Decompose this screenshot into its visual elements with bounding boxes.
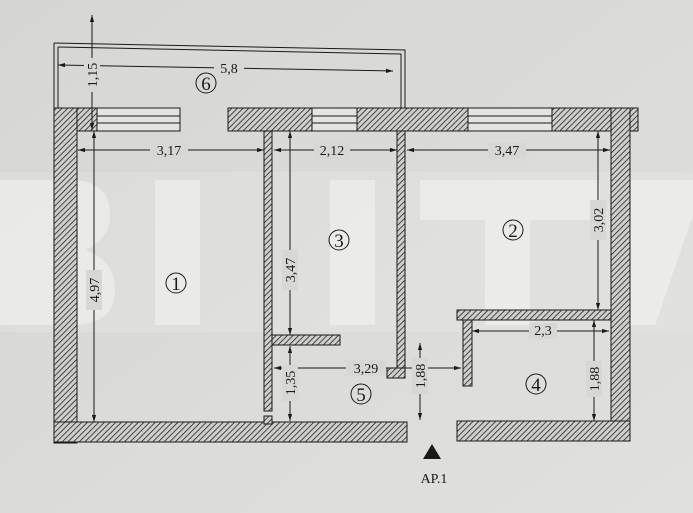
dim-room2-width: 3,47 [495, 144, 520, 159]
room-label-3: 3 [334, 231, 344, 252]
wall-top-right [227, 107, 639, 132]
dim-room4-width: 2,3 [534, 324, 552, 339]
room-label-2: 2 [508, 221, 518, 242]
dimension-labels: 5,8 1,15 3,17 2,12 3,47 4,97 3,47 3,02 2… [84, 58, 607, 401]
room-label-5: 5 [356, 385, 366, 406]
dim-balcony-depth: 1,15 [86, 63, 101, 88]
dim-room3-length: 3,47 [284, 258, 299, 283]
room-label-1: 1 [171, 274, 181, 295]
room-label-6: 6 [201, 74, 211, 95]
dim-room1-length: 4,97 [88, 278, 103, 303]
wall-right [610, 107, 631, 442]
window-balcony-left [96, 107, 181, 132]
wall-left [53, 107, 78, 444]
apartment-label: AP.1 [421, 472, 448, 487]
dim-room2-length: 3,02 [592, 208, 607, 233]
dim-room4-length: 1,88 [588, 367, 603, 392]
room-label-4: 4 [531, 375, 541, 396]
dim-hall-width: 3,29 [354, 362, 379, 377]
wall-stub [386, 367, 406, 379]
wall-room3-hall [271, 334, 341, 346]
wall-room3-room2 [396, 130, 406, 379]
room-labels: 1 2 3 4 5 6 [165, 72, 547, 406]
dim-room3-width: 2,12 [320, 144, 345, 159]
wall-room1-room3 [263, 130, 273, 412]
watermark-logo [0, 172, 693, 332]
wall-bottom-left [53, 421, 408, 443]
wall-room2-room4 [456, 309, 612, 321]
dim-hall-depth-left: 1,35 [284, 371, 299, 396]
wall-room4-hall [462, 319, 473, 387]
wall-bottom-right [456, 420, 631, 442]
windows [96, 107, 553, 132]
window-room3 [311, 107, 358, 132]
wall-stub-bottom [263, 415, 273, 425]
dim-room1-width: 3,17 [157, 144, 182, 159]
dim-hall-depth-right: 1,88 [414, 364, 429, 389]
balcony-outline [53, 42, 406, 108]
window-room2 [467, 107, 553, 132]
entrance-triangle-icon [423, 444, 441, 459]
dim-balcony-width: 5,8 [220, 62, 238, 77]
